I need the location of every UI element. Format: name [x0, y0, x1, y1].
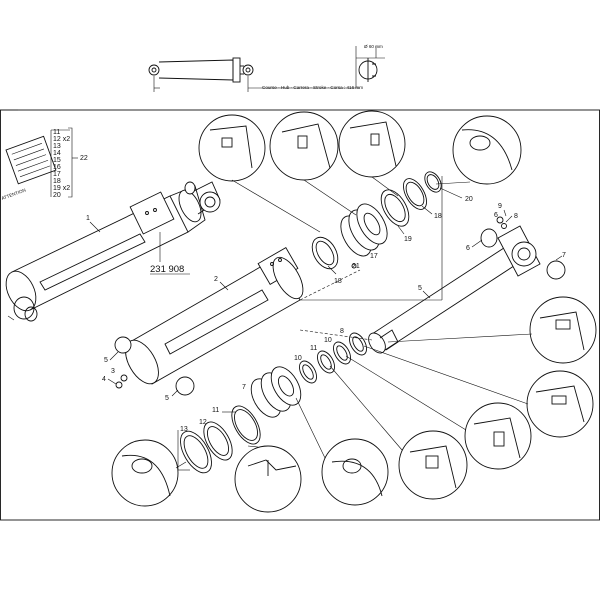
table-num: 13 [53, 143, 61, 150]
parts-list-table: 11 12 x2 13 14 15 16 17 18 19 x2 20 22 [50, 127, 88, 199]
callout-21: 21 [352, 263, 360, 270]
callout-4: 4 [102, 376, 106, 383]
callout-18: 18 [434, 213, 442, 220]
callout-15: 12 [199, 419, 207, 426]
table-num: 17 [53, 171, 61, 178]
table-num: 14 [53, 150, 61, 157]
callout-8: 8 [514, 213, 518, 220]
callout-12: 10 [294, 355, 302, 362]
table-num: 20 [53, 192, 61, 199]
table-num: 12 x2 [53, 136, 70, 143]
callout-2: 2 [214, 276, 218, 283]
upper-seal-kit: 18 17 21 19 18 20 [311, 171, 473, 300]
callout-13: 11 [310, 345, 317, 352]
callout-19: 19 [404, 236, 412, 243]
piston-rod: 5 6 7 6 9 8 [368, 203, 566, 354]
callout-12: 10 [324, 337, 332, 344]
callout-11: 8 [340, 328, 344, 335]
detail-circles [111, 110, 597, 513]
dimension-sketch: Ø 60 mm Course - Hub - Carrera - Stroke … [148, 44, 385, 92]
callout-7: 7 [562, 252, 566, 259]
cylinder-1-assembly: 1 231 908 [5, 181, 221, 322]
assembly-guides [299, 269, 442, 341]
warning-line: ATTENTION [1, 187, 27, 200]
stroke-caption: Course - Hub - Carrera - Stroke - Corsa … [262, 85, 363, 90]
callout-6: 6 [494, 212, 498, 219]
warning-label: ATTENTION [1, 135, 57, 201]
callout-3: 3 [111, 368, 115, 375]
table-num: 16 [53, 164, 61, 171]
callout-5: 5 [418, 285, 422, 292]
callout-18: 18 [334, 278, 342, 285]
callout-16: 13 [180, 426, 188, 433]
callout-1: 1 [86, 215, 90, 222]
callout-5: 5 [104, 357, 108, 364]
callout-7: 6 [466, 245, 470, 252]
diameter-caption: Ø 60 mm [364, 44, 383, 49]
part-number: 231 908 [150, 264, 184, 275]
cylinder-2-barrel: 2 5 5 3 4 [102, 246, 304, 402]
callout-10: 7 [242, 384, 246, 391]
table-num: 18 [53, 178, 61, 185]
callout-17: 17 [370, 253, 378, 260]
callout-20: 20 [465, 196, 473, 203]
callout-22: 22 [80, 155, 88, 162]
table-num: 19 x2 [53, 185, 70, 192]
callout-5: 5 [165, 395, 169, 402]
table-num: 11 [53, 129, 60, 136]
callout-9: 9 [498, 203, 502, 210]
lower-piston-kit: 7 10 11 10 8 11 12 13 [177, 328, 367, 474]
callout-14: 11 [212, 407, 219, 414]
table-num: 15 [53, 157, 61, 164]
